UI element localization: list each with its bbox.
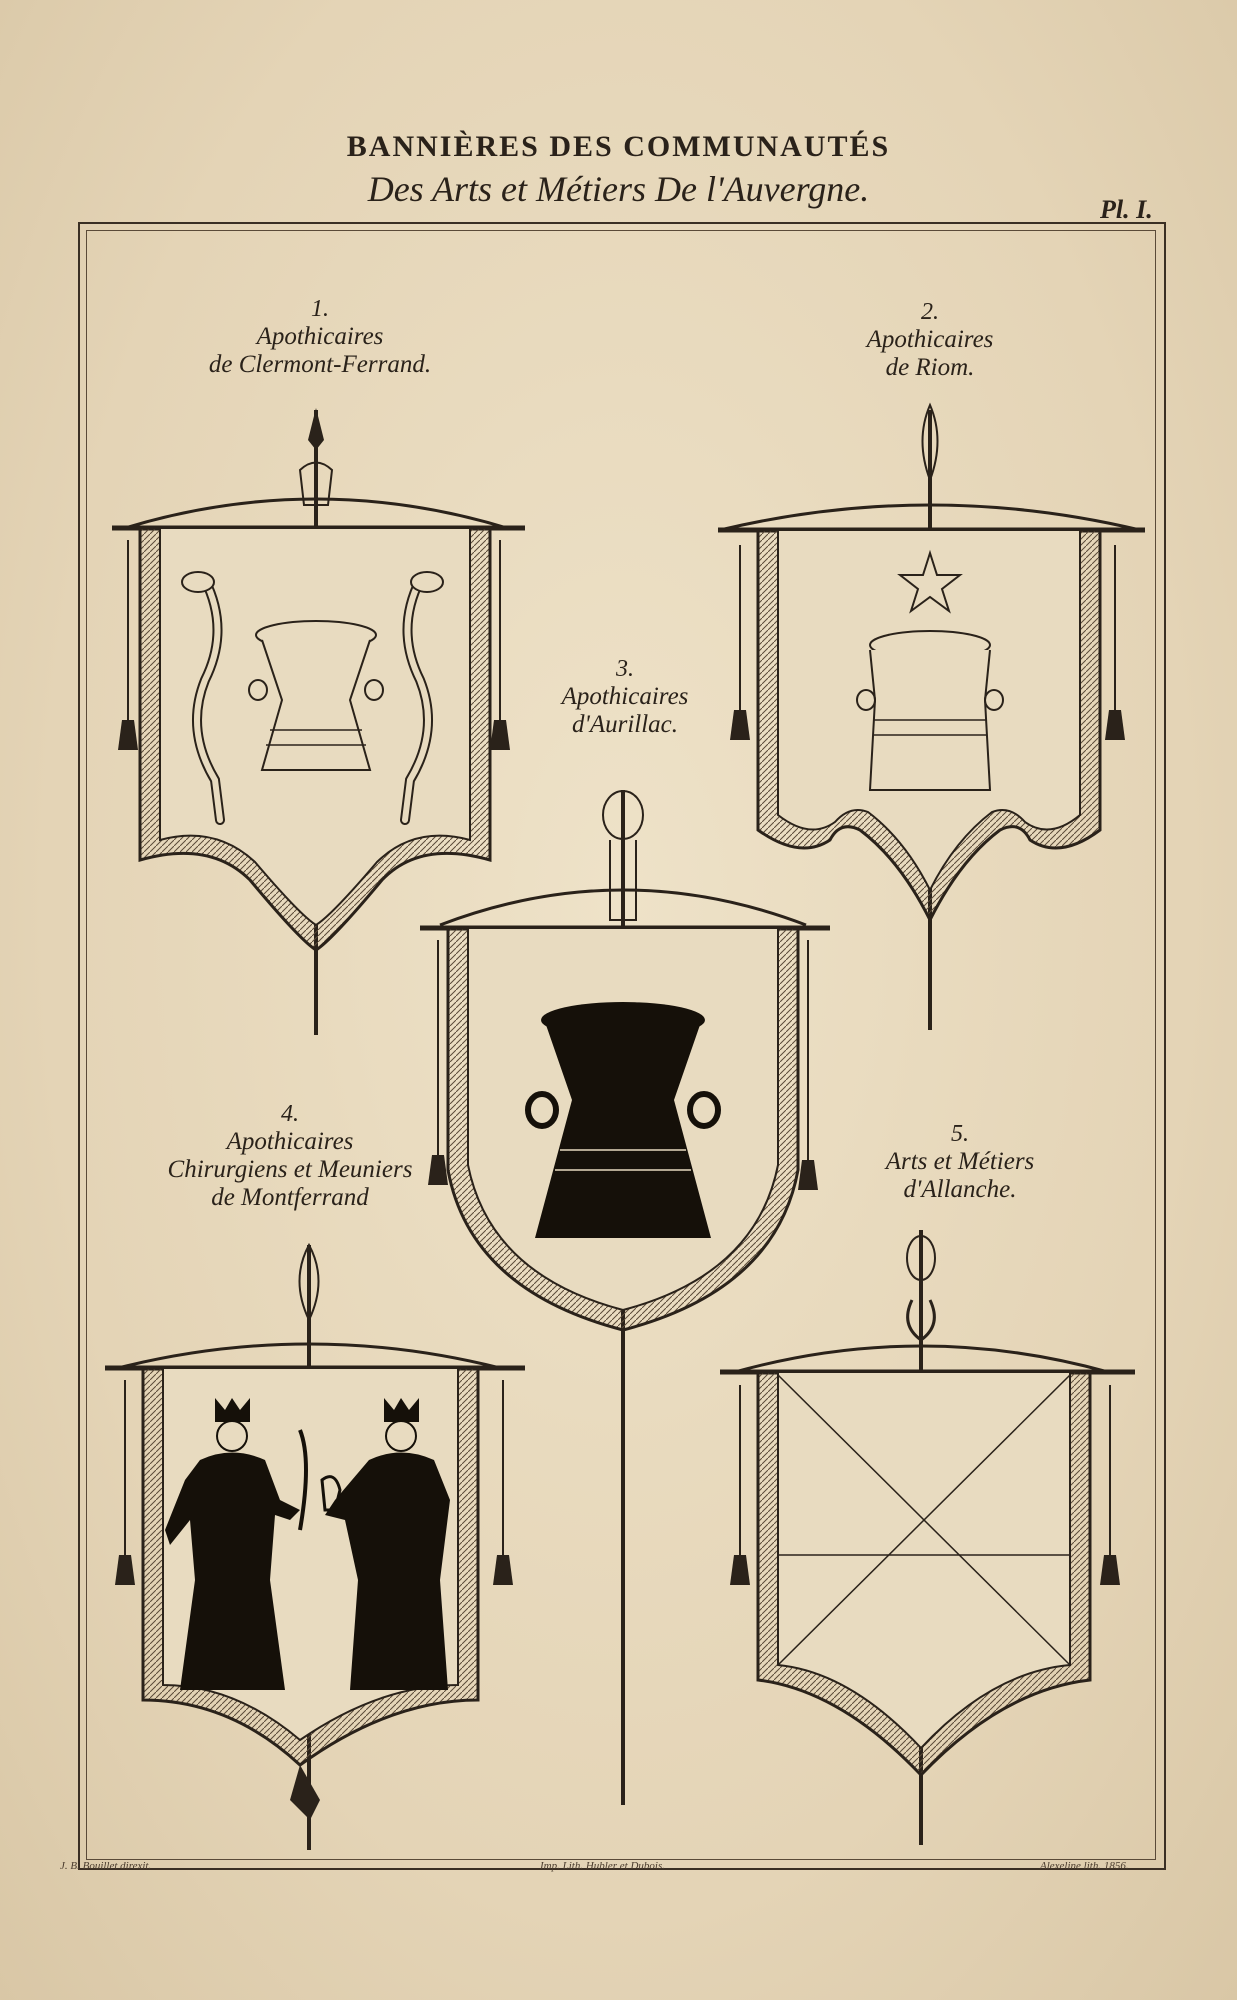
star-icon xyxy=(897,549,963,614)
banner-4-number: 4. xyxy=(281,1101,299,1127)
banner-3-line1: Apothicaires xyxy=(561,683,689,710)
banner-5-number: 5. xyxy=(951,1121,969,1147)
banner-5-finial xyxy=(906,1235,936,1281)
plate-frame xyxy=(78,222,1166,1870)
mortar-icon xyxy=(856,630,1004,791)
credit-left: J. B. Bouillet direxit. xyxy=(60,1860,152,1872)
banner-4 xyxy=(105,1242,525,1850)
figure-left xyxy=(165,1398,308,1690)
banner-3-line2: d'Aurillac. xyxy=(571,711,679,738)
banner-1-number: 1. xyxy=(311,296,329,322)
credit-center: Imp. Lith. Hubler et Dubois. xyxy=(540,1860,665,1872)
plate-frame-inner xyxy=(86,230,1156,1860)
banner-4-caption: 4. Apothicaires Chirurgiens et Meuniers … xyxy=(130,1100,450,1212)
banner-4-line2: Chirurgiens et Meuniers xyxy=(167,1156,413,1183)
banner-2-caption: 2. Apothicaires de Riom. xyxy=(820,298,1040,382)
banner-5-line2: d'Allanche. xyxy=(903,1176,1017,1203)
banner-3-caption: 3. Apothicaires d'Aurillac. xyxy=(520,655,730,739)
page-subtitle: Des Arts et Métiers De l'Auvergne. xyxy=(367,169,870,209)
banner-3-number: 3. xyxy=(616,656,634,682)
mortar-icon xyxy=(525,1002,721,1238)
banner-2-finial xyxy=(921,402,939,483)
banner-2-line2: de Riom. xyxy=(885,354,975,381)
figure-right xyxy=(320,1398,450,1690)
banner-4-line1: Apothicaires xyxy=(226,1128,354,1155)
banner-4-line3: de Montferrand xyxy=(211,1184,369,1211)
banner-1-cord xyxy=(124,497,508,530)
credit-right: Alexeline lith. 1856. xyxy=(1040,1860,1129,1872)
banner-5 xyxy=(720,1230,1135,1845)
banner-4-finial xyxy=(298,1242,320,1323)
banner-1-caption: 1. Apothicaires de Clermont-Ferrand. xyxy=(180,295,460,379)
banner-5-line1: Arts et Métiers xyxy=(885,1148,1035,1175)
banner-1-line2: de Clermont-Ferrand. xyxy=(208,351,432,378)
banner-3 xyxy=(420,790,830,1805)
banner-2 xyxy=(718,402,1145,1030)
banner-5-caption: 5. Arts et Métiers d'Allanche. xyxy=(840,1120,1080,1204)
banner-3-finial xyxy=(602,790,644,840)
banner-2-line1: Apothicaires xyxy=(866,326,994,353)
banner-1-line1: Apothicaires xyxy=(256,323,384,350)
mortar-icon xyxy=(248,620,384,771)
plate-number: Pl. I. xyxy=(1100,195,1153,224)
page-title: BANNIÈRES DES COMMUNAUTÉS xyxy=(346,130,891,163)
banner-1-finial xyxy=(308,408,324,450)
banner-1 xyxy=(112,408,525,1035)
banner-2-number: 2. xyxy=(921,299,939,325)
